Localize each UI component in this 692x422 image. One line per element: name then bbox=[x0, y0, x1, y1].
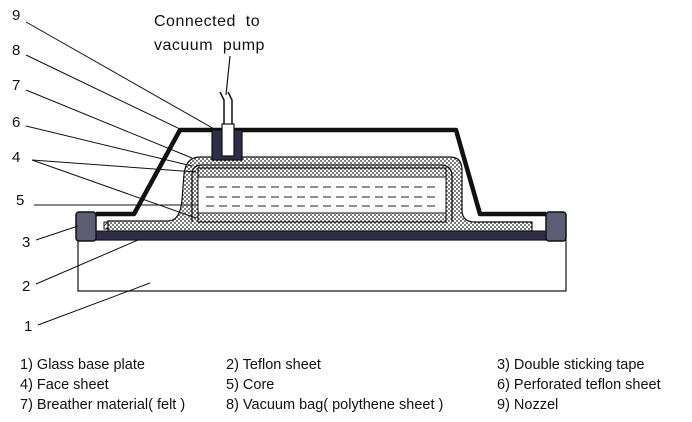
core bbox=[197, 176, 447, 214]
vacuum-bagging-diagram: Connected to vacuum pump 9 8 7 6 4 5 3 2… bbox=[12, 7, 567, 335]
callout-8: 8 bbox=[12, 42, 20, 59]
legend: 1) Glass base plate 2) Teflon sheet 3) D… bbox=[0, 354, 692, 422]
leader-1 bbox=[37, 282, 151, 326]
perforated-teflon-sheet bbox=[191, 164, 453, 222]
pump-pointer-line bbox=[225, 55, 231, 96]
legend-item-face-sheet: 4) Face sheet bbox=[20, 377, 109, 393]
leader-4a bbox=[31, 159, 197, 173]
callout-6: 6 bbox=[12, 114, 20, 131]
pump-note-line1: Connected to bbox=[154, 13, 260, 30]
legend-item-nozzel: 9) Nozzel bbox=[497, 397, 559, 413]
callout-1: 1 bbox=[24, 318, 32, 335]
legend-item-vacuum-bag: 8) Vacuum bag( polythene sheet ) bbox=[226, 397, 444, 413]
leader-4b bbox=[31, 159, 197, 219]
leader-7 bbox=[25, 89, 193, 159]
legend-item-double-sticking-tape: 3) Double sticking tape bbox=[497, 357, 645, 373]
legend-item-core: 5) Core bbox=[226, 377, 275, 393]
legend-item-perforated-teflon-sheet: 6) Perforated teflon sheet bbox=[497, 377, 661, 393]
callout-4: 4 bbox=[12, 149, 20, 166]
double-sticking-tape-right bbox=[545, 211, 567, 242]
vacuum-bag bbox=[96, 127, 546, 217]
face-sheet-bottom bbox=[197, 212, 447, 223]
callout-5: 5 bbox=[16, 192, 24, 209]
teflon-sheet bbox=[77, 230, 567, 241]
leader-6 bbox=[25, 125, 193, 167]
pump-note-line2: vacuum pump bbox=[154, 37, 265, 54]
legend-item-teflon-sheet: 2) Teflon sheet bbox=[226, 357, 321, 373]
callout-2: 2 bbox=[22, 278, 30, 295]
callout-3: 3 bbox=[22, 234, 30, 251]
legend-item-breather-material: 7) Breather material( felt ) bbox=[20, 397, 186, 413]
face-sheet-top bbox=[197, 167, 447, 178]
double-sticking-tape-left bbox=[75, 211, 97, 242]
callout-7: 7 bbox=[12, 77, 20, 94]
leader-9 bbox=[25, 21, 217, 131]
legend-item-glass-base-plate: 1) Glass base plate bbox=[20, 357, 145, 373]
leader-2 bbox=[35, 239, 139, 285]
glass-base-plate bbox=[77, 239, 567, 292]
leader-3 bbox=[35, 225, 79, 241]
nozzle-pipe bbox=[219, 91, 233, 124]
leader-8 bbox=[25, 54, 183, 131]
callout-9: 9 bbox=[12, 7, 20, 24]
